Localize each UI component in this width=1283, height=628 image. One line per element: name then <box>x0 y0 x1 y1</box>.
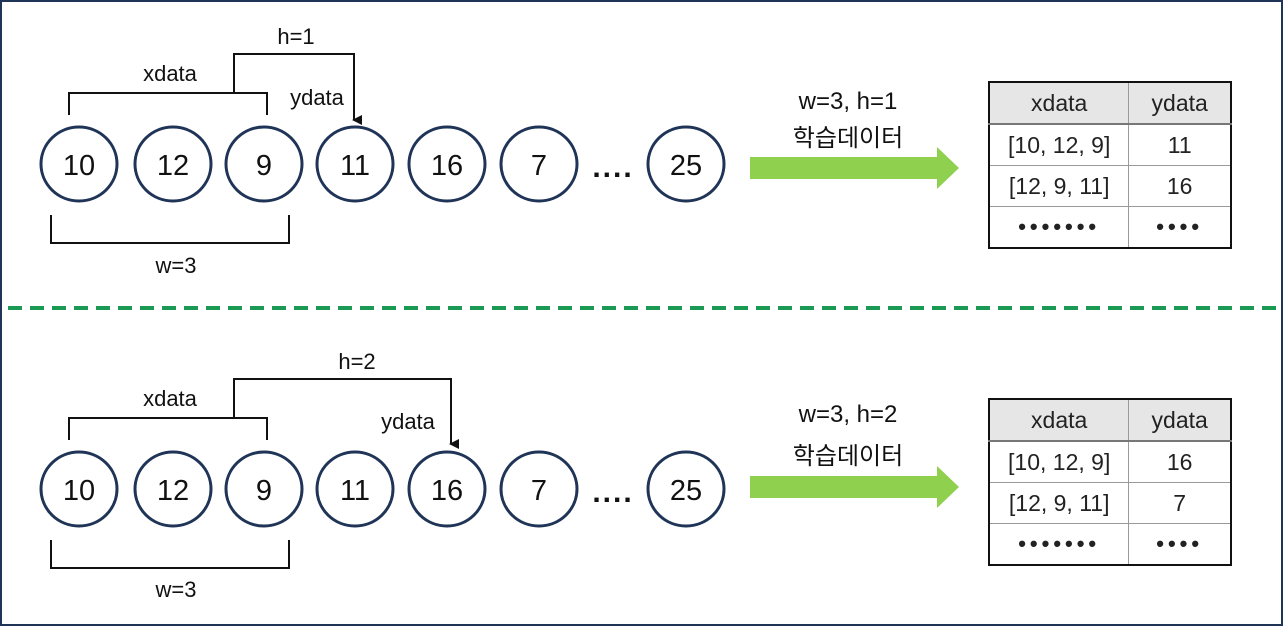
ydata-label: ydata <box>381 409 436 434</box>
node: 25 <box>646 125 726 203</box>
node: 11 <box>315 450 395 528</box>
column-header-xdata: xdata <box>988 398 1130 442</box>
w-bracket <box>50 215 290 244</box>
training-data-table: xdata ydata [10, 12, 9] 16 [12, 9, 11] 7… <box>988 398 1232 566</box>
node: 9 <box>224 450 304 528</box>
ellipsis: .... <box>592 476 633 509</box>
xdata-bracket <box>68 92 268 115</box>
table-row: [10, 12, 9] 16 <box>988 440 1232 483</box>
table-header-row: xdata ydata <box>988 81 1232 125</box>
svg-text:12: 12 <box>157 150 189 182</box>
table-cell: [12, 9, 11] <box>988 165 1130 207</box>
table-row: [12, 9, 11] 16 <box>988 165 1232 207</box>
table-cell: 11 <box>1128 123 1232 166</box>
node: 7 <box>499 450 579 528</box>
h-label: h=2 <box>338 349 375 374</box>
table-row: [10, 12, 9] 11 <box>988 123 1232 166</box>
table-cell: 16 <box>1128 440 1232 483</box>
arrow-caption-training-data: 학습데이터 <box>793 443 903 470</box>
svg-text:7: 7 <box>531 475 547 507</box>
node: 12 <box>133 450 213 528</box>
svg-text:25: 25 <box>670 150 702 182</box>
svg-text:10: 10 <box>63 150 95 182</box>
training-data-table: xdata ydata [10, 12, 9] 11 [12, 9, 11] 1… <box>988 81 1232 249</box>
w-bracket <box>50 540 290 569</box>
table-cell: ••••••• <box>988 206 1130 249</box>
node: 16 <box>407 125 487 203</box>
node: 7 <box>499 125 579 203</box>
node: 11 <box>315 125 395 203</box>
table-cell: •••• <box>1128 206 1232 249</box>
svg-text:10: 10 <box>63 475 95 507</box>
w-label: w=3 <box>155 253 197 278</box>
right-arrow-icon <box>750 147 959 189</box>
svg-text:11: 11 <box>340 150 370 182</box>
svg-text:9: 9 <box>256 150 272 182</box>
ydata-label: ydata <box>290 85 345 110</box>
w-label: w=3 <box>155 577 197 602</box>
table-cell: [12, 9, 11] <box>988 482 1130 524</box>
table-cell: 16 <box>1128 165 1232 207</box>
table-header-row: xdata ydata <box>988 398 1232 442</box>
table-cell: ••••••• <box>988 523 1130 566</box>
svg-text:16: 16 <box>431 475 463 507</box>
node: 10 <box>39 125 119 203</box>
column-header-ydata: ydata <box>1128 398 1232 442</box>
table-cell: •••• <box>1128 523 1232 566</box>
table-row: [12, 9, 11] 7 <box>988 482 1232 524</box>
ellipsis: .... <box>592 151 633 184</box>
svg-text:11: 11 <box>340 475 370 507</box>
svg-text:12: 12 <box>157 475 189 507</box>
arrow-caption: w=3, h=2 <box>798 401 898 428</box>
table-row: ••••••• •••• <box>988 523 1232 566</box>
arrow-caption-training-data: 학습데이터 <box>793 125 903 152</box>
svg-text:7: 7 <box>531 150 547 182</box>
table-row: ••••••• •••• <box>988 206 1232 249</box>
node: 12 <box>133 125 213 203</box>
node: 9 <box>224 125 304 203</box>
svg-text:16: 16 <box>431 150 463 182</box>
h-bracket <box>233 53 362 125</box>
table-cell: [10, 12, 9] <box>988 123 1130 166</box>
xdata-bracket <box>68 417 268 440</box>
svg-text:9: 9 <box>256 475 272 507</box>
node: 16 <box>407 450 487 528</box>
panel-h2: xdata h=2 ydata 10 12 9 11 16 <box>39 349 959 602</box>
node: 25 <box>646 450 726 528</box>
svg-text:25: 25 <box>670 475 702 507</box>
arrow-caption: w=3, h=1 <box>798 88 898 115</box>
column-header-ydata: ydata <box>1128 81 1232 125</box>
table-cell: [10, 12, 9] <box>988 440 1130 483</box>
h-label: h=1 <box>277 24 314 49</box>
panel-h1: xdata h=1 ydata 10 12 9 11 <box>39 24 959 278</box>
column-header-xdata: xdata <box>988 81 1130 125</box>
right-arrow-icon <box>750 466 959 508</box>
table-cell: 7 <box>1128 482 1232 524</box>
xdata-label: xdata <box>143 386 198 411</box>
h-bracket <box>233 378 459 449</box>
xdata-label: xdata <box>143 61 198 86</box>
node: 10 <box>39 450 119 528</box>
